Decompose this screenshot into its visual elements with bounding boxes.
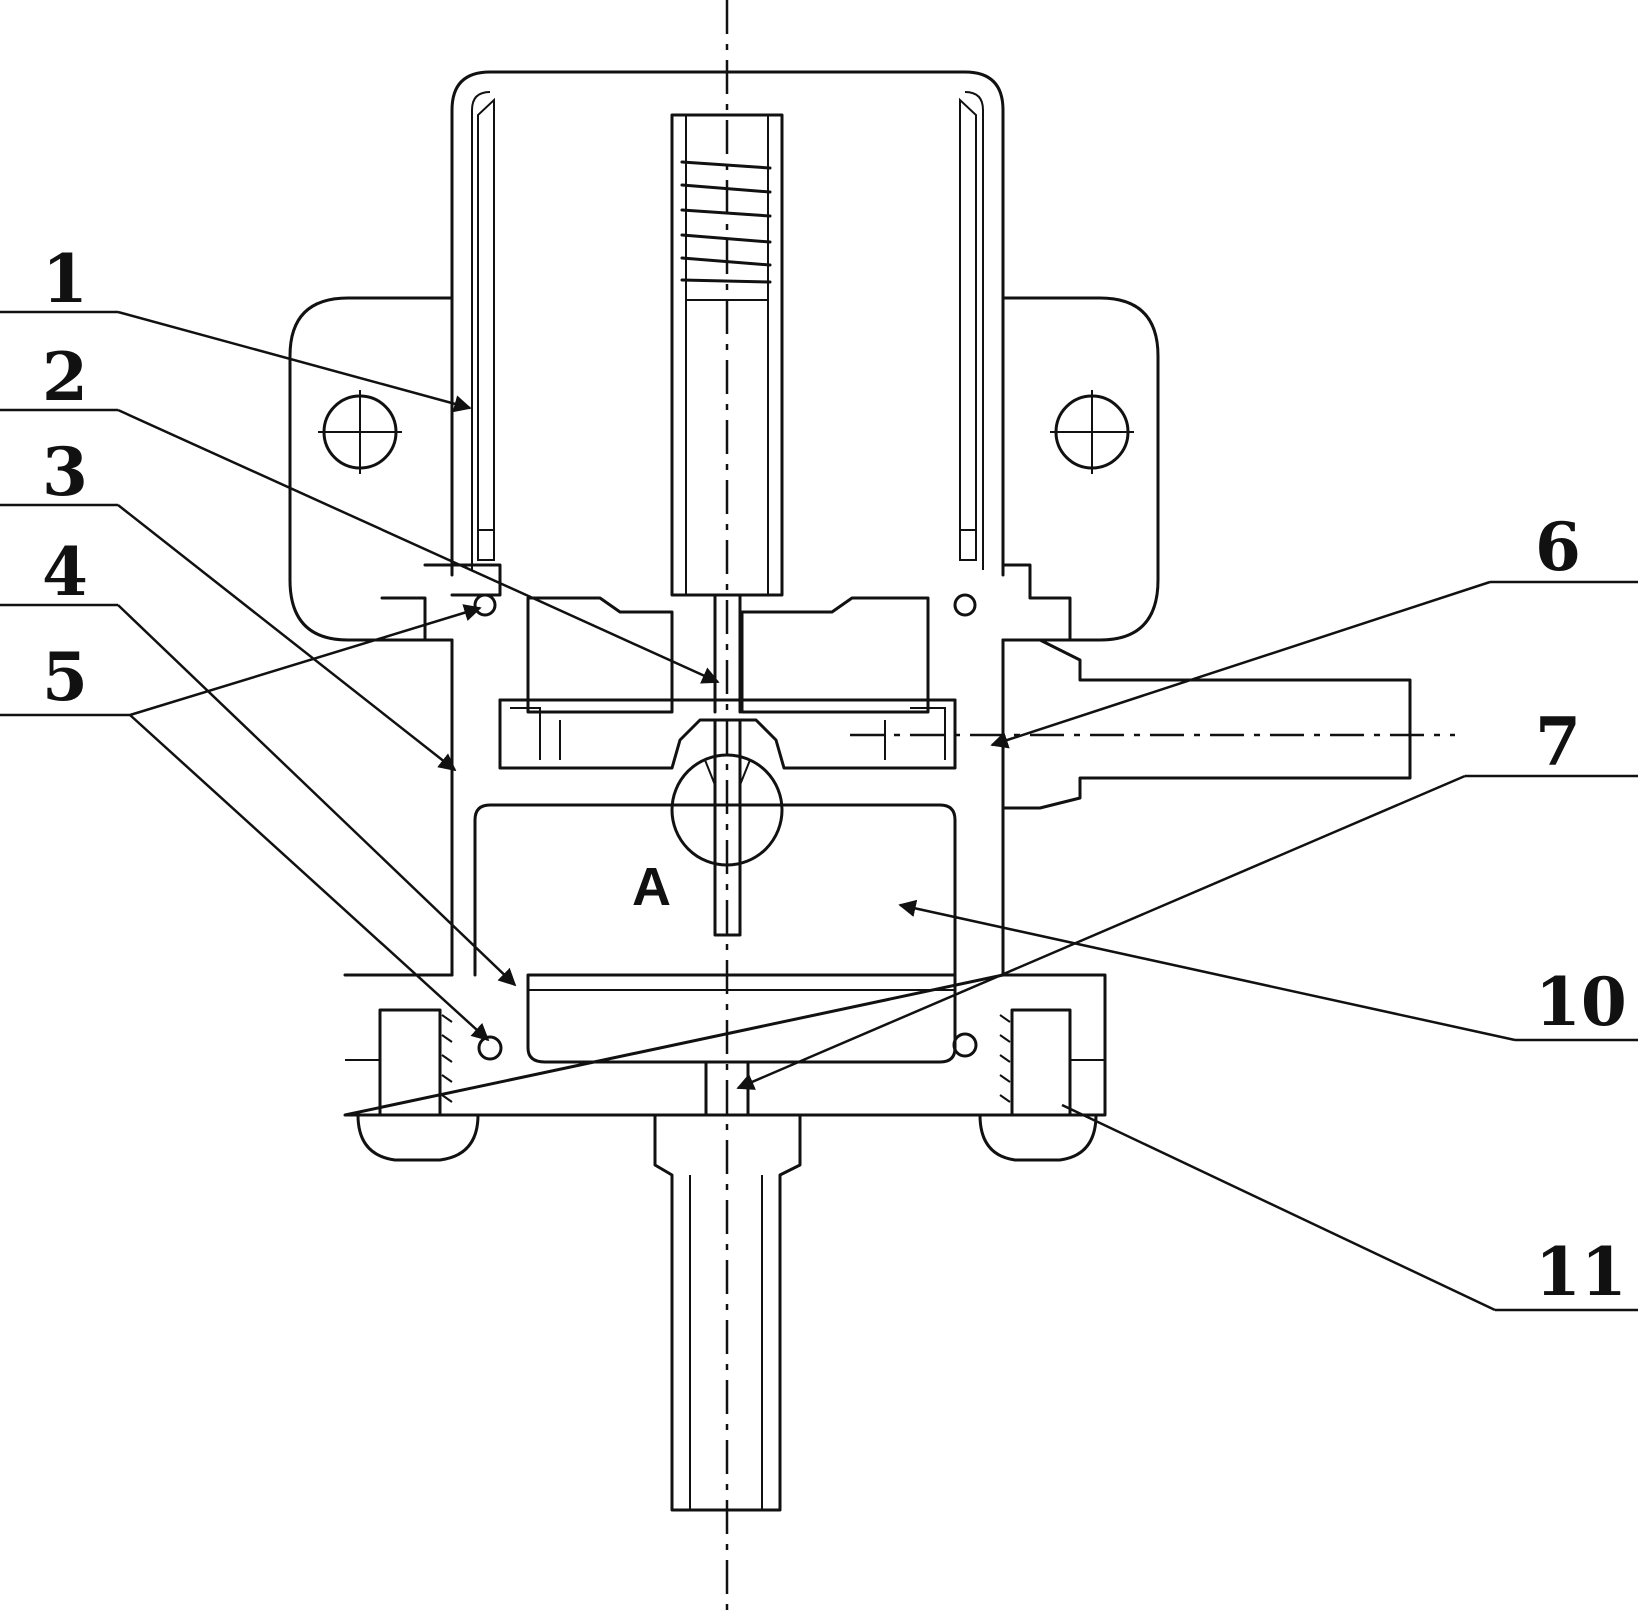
mounting-hole-right — [1050, 390, 1134, 474]
screw-right — [978, 1008, 1098, 1162]
screw-left — [356, 1008, 480, 1162]
leader-lines — [0, 310, 1638, 1312]
pole-piece-left — [526, 596, 674, 714]
inner-sleeve-left — [471, 91, 491, 570]
label-1: 1 — [42, 240, 88, 318]
section-mark-a: A — [632, 857, 671, 917]
spring — [680, 160, 772, 284]
label-6: 6 — [1535, 508, 1581, 586]
detail-circle-a — [670, 753, 784, 867]
mounting-flange — [288, 296, 1160, 642]
label-7: 7 — [1535, 703, 1581, 781]
o-ring-upper-left — [473, 593, 497, 617]
lower-base — [343, 973, 1107, 1117]
label-3: 3 — [42, 433, 88, 511]
o-ring-lower-left — [477, 1035, 503, 1061]
o-ring-lower-right — [952, 1032, 978, 1058]
label-11: 11 — [1535, 1233, 1627, 1311]
inlet-pipe — [653, 1113, 802, 1512]
label-2: 2 — [42, 338, 88, 416]
diaphragm-cavity — [526, 973, 957, 1064]
o-ring-upper-right — [953, 593, 977, 617]
inner-sleeve-right — [964, 91, 984, 570]
label-4: 4 — [42, 533, 88, 611]
label-5: 5 — [42, 638, 88, 716]
side-outlet-port — [1001, 638, 1412, 810]
plunger-tube — [670, 113, 784, 597]
pole-piece-right — [740, 596, 930, 714]
upper-cap — [450, 70, 1005, 577]
mounting-hole-left — [318, 390, 402, 474]
label-10: 10 — [1535, 963, 1627, 1041]
